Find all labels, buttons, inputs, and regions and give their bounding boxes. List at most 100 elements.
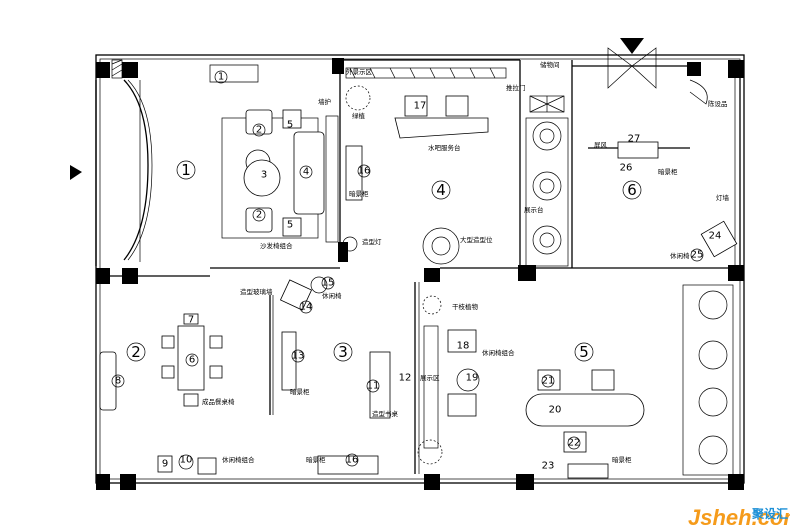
storage-room — [519, 60, 573, 268]
zone-markers: 1 2 3 4 5 6 — [126, 160, 642, 362]
label-display-cabinet-1: 展示台 — [524, 205, 544, 214]
item-9-marker: 9 — [162, 459, 168, 470]
item-5b-marker: 5 — [287, 220, 293, 231]
svg-text:21: 21 — [542, 376, 555, 387]
item-24-marker: 24 — [709, 231, 722, 242]
dining-area — [99, 313, 223, 475]
svg-text:24: 24 — [709, 231, 722, 242]
svg-text:4: 4 — [436, 181, 446, 199]
item-19-marker: 19 — [466, 373, 479, 384]
svg-text:2: 2 — [131, 343, 141, 361]
label-wall-cabinet-13: 暗景柜 — [290, 387, 310, 396]
label-designer-desk: 造型书桌 — [372, 409, 399, 418]
label-display-area: 展示区 — [420, 374, 440, 382]
zone-3-marker: 3 — [333, 342, 353, 362]
svg-text:18: 18 — [457, 341, 470, 352]
svg-text:4: 4 — [303, 167, 309, 178]
svg-text:1: 1 — [181, 161, 191, 179]
right-display-tower — [682, 284, 734, 476]
watermark-cn: 聚设汇 — [751, 506, 788, 521]
item-5a-marker: 5 — [287, 120, 293, 131]
item-26-marker: 26 — [620, 163, 633, 174]
zone6-furniture — [588, 79, 738, 262]
label-leisure-chair-15: 休闲椅 — [322, 291, 342, 300]
label-water-bar: 水吧服务台 — [428, 143, 461, 152]
svg-text:6: 6 — [189, 355, 195, 366]
item-3-marker: 3 — [261, 170, 267, 181]
svg-text:3: 3 — [338, 343, 348, 361]
item-16a-marker: 16 — [358, 164, 371, 178]
label-plant-top: 绿植 — [352, 111, 366, 120]
svg-text:27: 27 — [628, 134, 641, 145]
zone-4-marker: 4 — [431, 180, 451, 200]
svg-text:10: 10 — [180, 455, 193, 466]
label-light-wall: 灯墙 — [716, 193, 730, 202]
svg-text:20: 20 — [549, 405, 562, 416]
label-glass-partition: 造型玻璃墙 — [240, 287, 273, 296]
watermark-brand: Jsheh.com — [688, 505, 790, 530]
item-2b-marker: 2 — [252, 208, 266, 222]
svg-text:2: 2 — [256, 210, 262, 221]
item-15-marker: 15 — [322, 276, 334, 290]
label-wall-cabinet-16: 暗景柜 — [306, 455, 326, 464]
item-27-marker: 27 — [628, 134, 641, 145]
right-light-wall — [734, 78, 741, 265]
zone5-furniture — [417, 295, 645, 479]
label-wall-cabinet-6: 暗景柜 — [658, 167, 678, 176]
svg-text:16: 16 — [358, 166, 371, 177]
item-10-marker: 10 — [180, 455, 193, 466]
item-7-marker: 7 — [188, 315, 194, 326]
svg-text:13: 13 — [292, 351, 305, 362]
label-wall-cabinet-23: 暗景柜 — [612, 455, 632, 464]
zone-1-marker: 1 — [176, 160, 196, 180]
svg-text:9: 9 — [162, 459, 168, 470]
entrance-arrow-icon — [70, 165, 82, 180]
svg-text:5: 5 — [287, 220, 293, 231]
water-bar-area — [342, 85, 489, 265]
svg-text:22: 22 — [568, 438, 581, 449]
svg-text:5: 5 — [579, 343, 589, 361]
svg-text:23: 23 — [542, 461, 555, 472]
label-screen: 屏风 — [594, 141, 608, 149]
label-shaped-lamp: 造型灯 — [362, 237, 382, 246]
zone4-top-wall — [340, 59, 520, 79]
item-markers: 1 2 2 3 4 5 5 6 7 8 9 10 11 12 13 14 15 … — [111, 70, 722, 472]
label-sofa-set: 沙发椅组合 — [260, 241, 293, 250]
svg-text:1: 1 — [218, 72, 224, 83]
item-13-marker: 13 — [292, 349, 305, 363]
svg-text:7: 7 — [188, 315, 194, 326]
svg-text:2: 2 — [256, 125, 262, 136]
item-23-marker: 23 — [542, 461, 555, 472]
item-6-marker: 6 — [185, 353, 199, 367]
zone-5-marker: 5 — [574, 342, 594, 362]
room-labels: 外景示区 储物间 推拉门 墙护 绿植 水吧服务台 沙发椅组合 造型灯 大型造型位… — [202, 60, 730, 464]
label-wall-cabinet-16-top: 暗景柜 — [349, 189, 369, 198]
item-12-marker: 12 — [399, 373, 412, 384]
svg-text:8: 8 — [115, 376, 121, 387]
item-17-marker: 17 — [414, 101, 427, 112]
label-wall-guard: 墙护 — [318, 97, 331, 106]
svg-text:17: 17 — [414, 101, 427, 112]
item-2a-marker: 2 — [252, 123, 266, 137]
svg-text:3: 3 — [261, 170, 267, 181]
zone-2-marker: 2 — [126, 342, 146, 362]
svg-text:26: 26 — [620, 163, 633, 174]
item-21-marker: 21 — [542, 374, 555, 388]
entrance-curve — [95, 79, 153, 266]
svg-text:19: 19 — [466, 373, 479, 384]
item-1-marker: 1 — [214, 70, 228, 84]
item-14-marker: 14 — [300, 300, 312, 314]
zone-6-marker: 6 — [622, 180, 642, 200]
label-sliding-door: 推拉门 — [506, 83, 526, 92]
label-big-sculpture: 大型造型位 — [460, 235, 493, 244]
item-22-marker: 22 — [568, 436, 581, 450]
svg-text:12: 12 — [399, 373, 412, 384]
entrance-door-right — [572, 38, 687, 89]
watermark: Jsheh.com 聚设汇 — [688, 505, 790, 530]
item-18-marker: 18 — [457, 341, 470, 352]
label-dining-set: 成品餐桌椅 — [202, 397, 235, 406]
item-25-marker: 25 — [691, 250, 704, 261]
item-4-marker: 4 — [299, 165, 313, 179]
item-11-marker: 11 — [367, 379, 379, 393]
